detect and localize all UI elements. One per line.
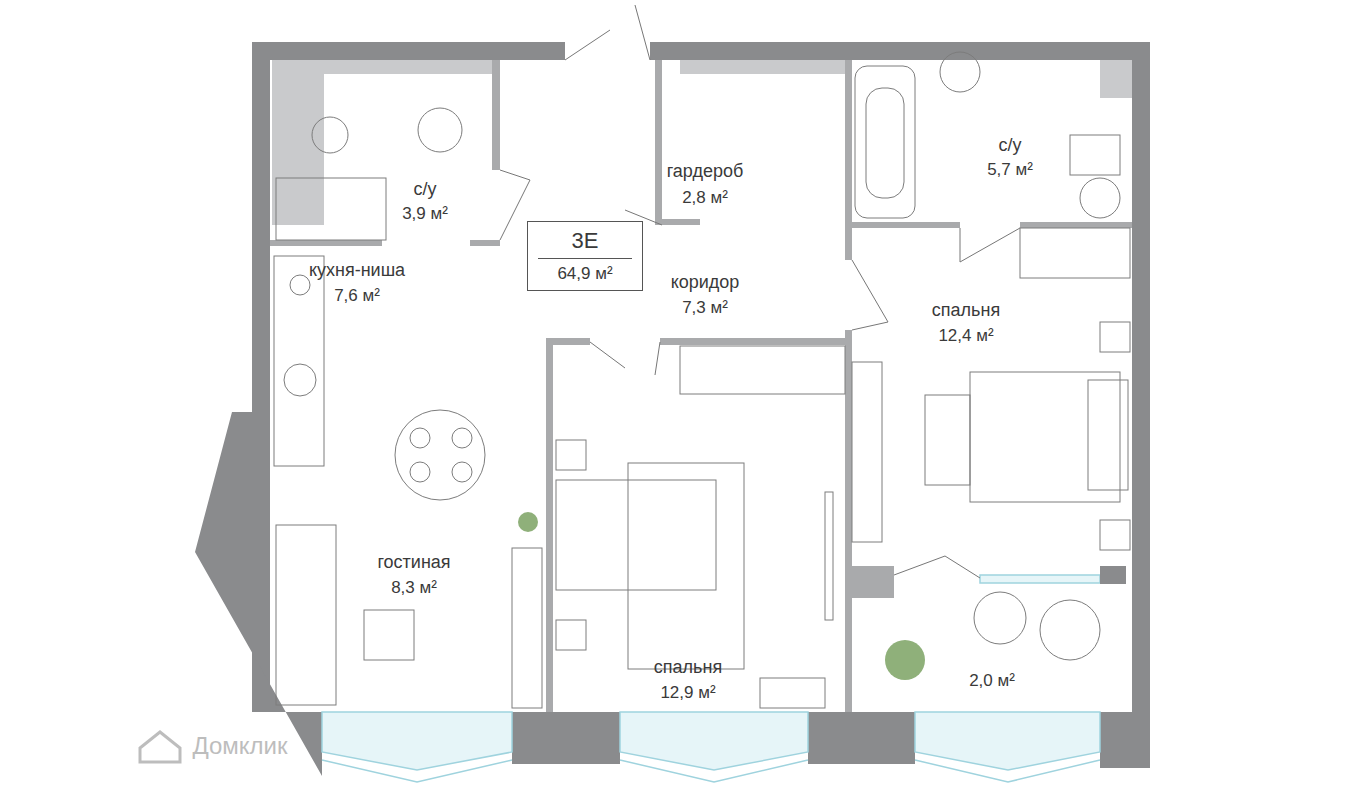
room-area: 8,3 м²	[391, 579, 437, 598]
windows	[322, 575, 1100, 782]
room-name: кухня-ниша	[309, 261, 405, 281]
interior-walls	[270, 60, 1132, 712]
outer-walls	[195, 42, 1150, 776]
room-area: 7,3 м²	[682, 299, 728, 318]
room-area: 2,8 м²	[682, 189, 728, 208]
room-name: с/у	[413, 180, 436, 200]
plants	[518, 512, 925, 680]
doors	[500, 5, 1020, 578]
watermark: Домклик	[192, 733, 287, 759]
room-name: гардероб	[667, 162, 744, 182]
shaft	[272, 60, 324, 225]
room-area: 7,6 м²	[334, 287, 380, 306]
apartment-type: 3Е	[528, 222, 642, 258]
room-name: с/у	[998, 136, 1021, 156]
shaft	[1100, 60, 1132, 98]
total-area: 64,9 м²	[538, 258, 632, 290]
room-area: 12,4 м²	[938, 327, 993, 346]
apartment-tag: 3Е64,9 м²	[527, 221, 643, 291]
room-area: 2,0 м²	[969, 672, 1015, 691]
room-name: гостиная	[377, 553, 450, 573]
room-area: 12,9 м²	[660, 684, 715, 703]
watermark-icon	[140, 732, 180, 762]
room-name: коридор	[671, 273, 740, 293]
room-name: спальня	[654, 658, 722, 678]
room-area: 3,9 м²	[402, 205, 448, 224]
room-name: спальня	[932, 301, 1000, 321]
furniture	[274, 52, 1130, 708]
room-area: 5,7 м²	[987, 161, 1033, 180]
